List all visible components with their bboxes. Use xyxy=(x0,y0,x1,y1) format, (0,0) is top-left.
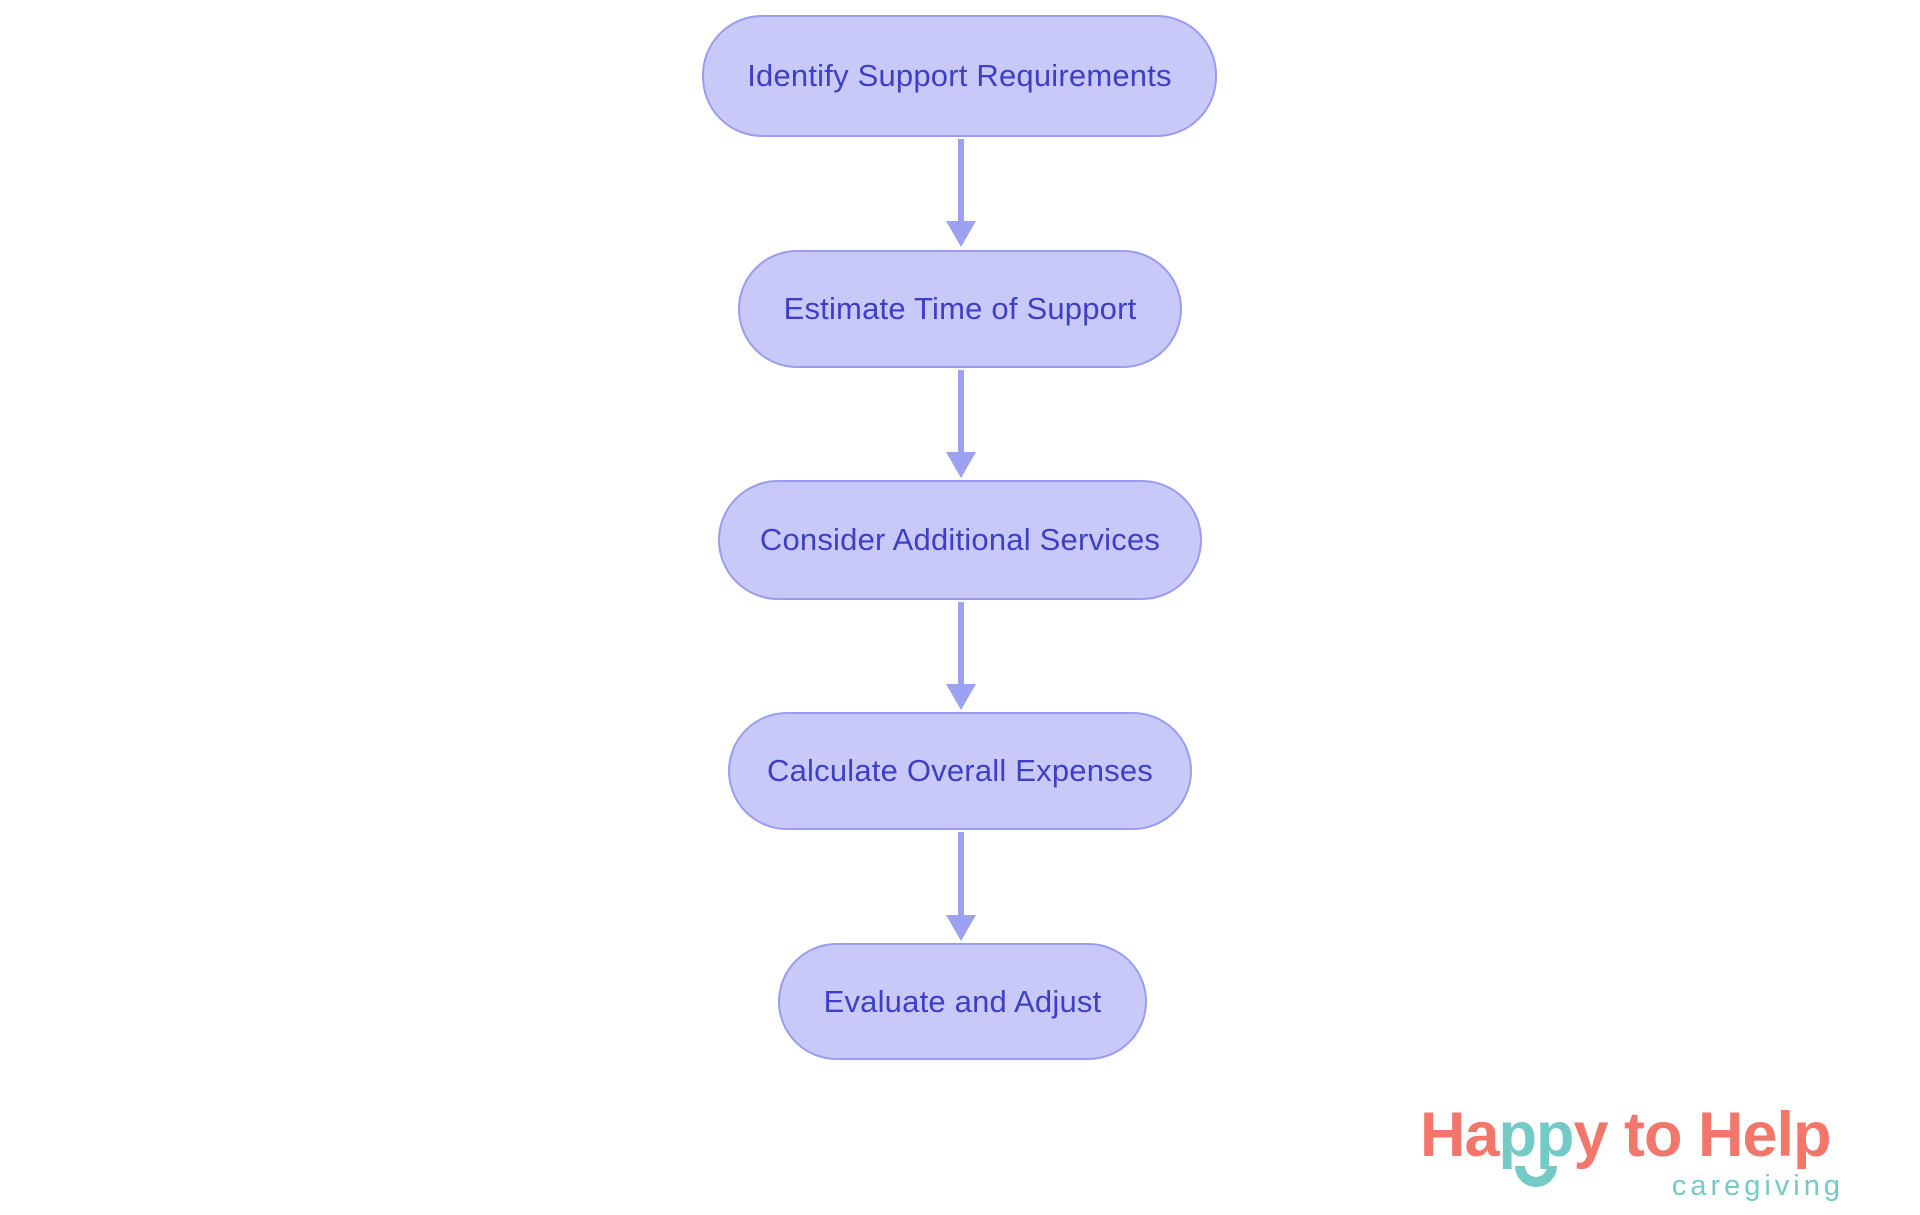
node-label: Identify Support Requirements xyxy=(747,58,1172,93)
arrow-connector-1 xyxy=(958,139,964,221)
node-identify-support-requirements: Identify Support Requirements xyxy=(702,15,1217,137)
node-evaluate-and-adjust: Evaluate and Adjust xyxy=(778,943,1147,1060)
arrow-connector-3 xyxy=(958,602,964,684)
node-label: Consider Additional Services xyxy=(759,522,1161,557)
node-consider-additional-services: Consider Additional Services xyxy=(718,480,1202,600)
node-label: Estimate Time of Support xyxy=(783,291,1137,326)
node-label: Evaluate and Adjust xyxy=(823,983,1102,1019)
node-estimate-time-of-support: Estimate Time of Support xyxy=(738,250,1182,368)
node-label: Calculate Overall Expenses xyxy=(767,753,1153,788)
node-calculate-overall-expenses: Calculate Overall Expenses xyxy=(728,712,1192,830)
logo-text-coral-2: y to Help xyxy=(1573,1100,1832,1170)
smile-icon xyxy=(1515,1165,1558,1187)
arrow-connector-2 xyxy=(958,370,964,452)
logo-tagline: caregiving xyxy=(1671,1170,1844,1202)
logo-text-teal-pp: pp xyxy=(1499,1104,1575,1187)
logo-text-coral-1: Ha xyxy=(1420,1100,1500,1170)
arrow-connector-4 xyxy=(958,832,964,915)
